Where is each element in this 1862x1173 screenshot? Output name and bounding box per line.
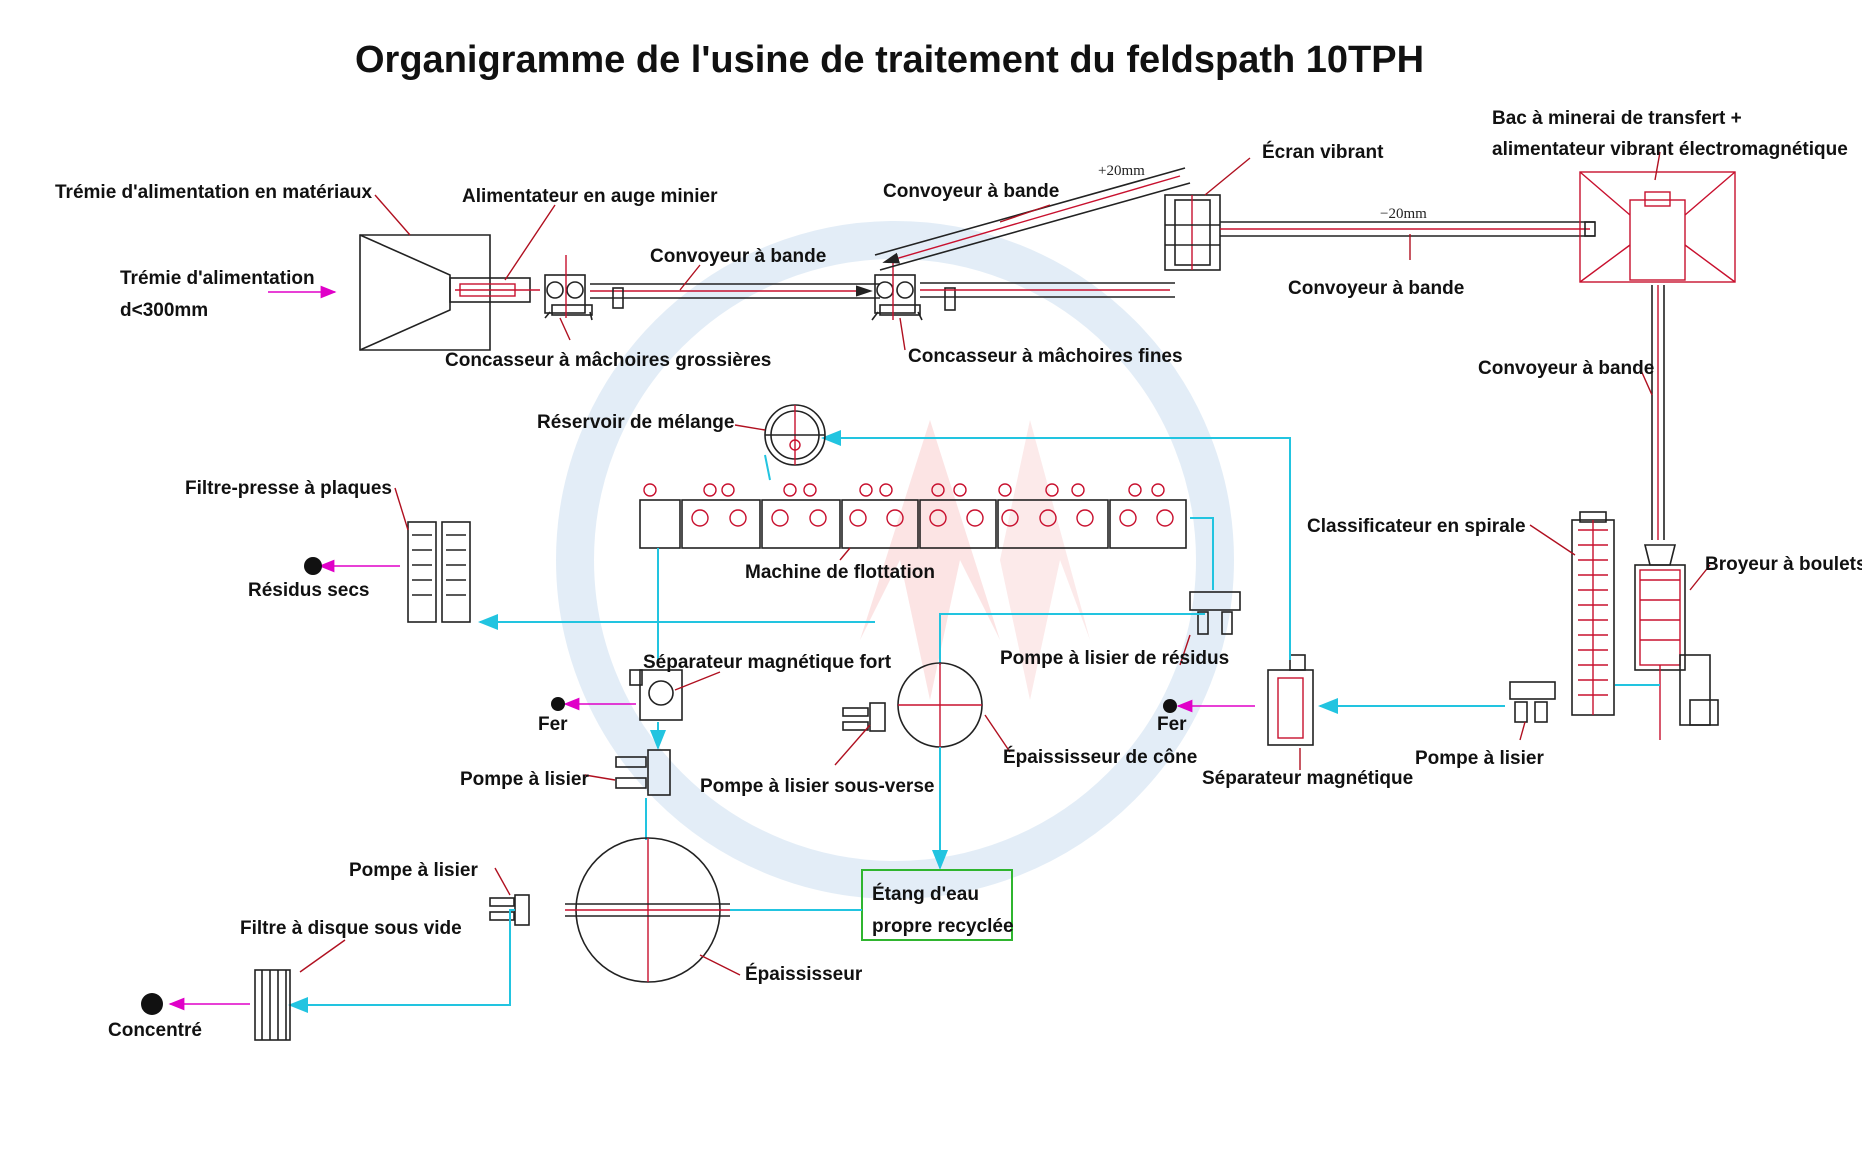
belt-conveyor-2-label: Convoyeur à bande [883,181,1059,202]
fine-jaw-label: Concasseur à mâchoires fines [908,346,1183,367]
strong-magnetic-separator [629,669,683,721]
plus20-label: +20mm [1098,163,1145,179]
dry-tailings-label: Résidus secs [248,580,369,601]
tailing-pump-to-cone-line [939,613,1205,665]
belt-conveyor-3 [1220,221,1596,237]
thickener-label: Épaississeur [745,963,863,985]
coarse-jaw-label: Concasseur à mâchoires grossières [445,350,771,371]
transfer-bin-label-1: Bac à minerai de transfert + [1492,108,1742,129]
apron-feeder-label: Alimentateur en auge minier [462,186,718,207]
diagram-title: Organigramme de l'usine de traitement du… [355,39,1424,81]
ball-mill [1634,544,1719,740]
concentrate-label: Concentré [108,1020,202,1041]
belt-conveyor-1-label: Convoyeur à bande [650,246,826,267]
disc-filter-label: Filtre à disque sous vide [240,918,462,939]
apron-feeder [449,277,540,303]
fine-jaw-crusher [871,258,956,321]
iron-label-1: Fer [538,714,568,735]
spiral-classifier [1571,511,1615,716]
leader-lines [299,151,1711,976]
feed-hopper [359,234,491,351]
vibrating-screen-label: Écran vibrant [1262,141,1384,163]
slurry-pump-classifier-label: Pompe à lisier [1415,748,1544,769]
thickener [565,837,730,983]
belt-conveyor-3-label: Convoyeur à bande [1288,278,1464,299]
concentrate-dot [141,993,163,1015]
feed-hopper-label: Trémie d'alimentation en matériaux [55,182,372,203]
iron-dot-2 [1163,699,1177,713]
belt-conveyor-4-label: Convoyeur à bande [1478,358,1654,379]
flotation-to-tailing-pump-line [1190,517,1214,590]
flotation-label: Machine de flottation [745,562,935,583]
underflow-pump-label: Pompe à lisier sous-verse [700,776,934,797]
mixing-tank [764,404,826,466]
slurry-pump-classifier [1509,681,1556,723]
magsep-to-mixing-line [821,430,1291,660]
water-pond-label-1: Étang d'eau [872,883,979,905]
transfer-bin-label-2: alimentateur vibrant électromagnétique [1492,139,1848,160]
thickener-to-disc-line [288,909,515,1013]
flotation-machine [639,483,1187,549]
slurry-pump-1-label: Pompe à lisier [460,769,589,790]
water-pond-label-2: propre recyclée [872,916,1014,937]
strong-magnetic-label: Séparateur magnétique fort [643,652,892,673]
cone-thickener-label: Épaississeur de cône [1003,746,1197,768]
feed-hopper-input-label: Trémie d'alimentation [120,268,315,289]
ball-mill-label: Broyeur à boulets [1705,554,1862,575]
dry-tailings-dot [304,557,322,575]
magnetic-separator-label: Séparateur magnétique [1202,768,1413,789]
tailings-slurry-pump [1189,591,1241,635]
belt-conveyor-4 [1651,285,1665,540]
cone-thickener [897,662,983,748]
iron-label-2: Fer [1157,714,1187,735]
slurry-pump-3-label: Pompe à lisier [349,860,478,881]
mixing-tank-label: Réservoir de mélange [537,412,734,433]
watermark-logo [556,221,1234,899]
feed-size-label: d<300mm [120,300,208,321]
vacuum-disc-filter [254,969,291,1041]
mixing-to-flotation-line [764,454,771,481]
tailings-pump-label: Pompe à lisier de résidus [1000,648,1229,669]
belt-conveyor-1 [590,283,880,309]
transfer-bin [1579,171,1736,283]
minus20-label: −20mm [1380,206,1427,222]
belt-conveyor-2 [920,282,1175,298]
plate-filter-press [407,521,471,623]
spiral-classifier-label: Classificateur en spirale [1307,516,1526,537]
filter-press-label: Filtre-presse à plaques [185,478,392,499]
coarse-jaw-crusher [544,255,593,321]
iron-dot-1 [551,697,565,711]
clean-water-pond [861,869,1013,941]
vibrating-screen [1164,194,1221,271]
slurry-pump-1 [615,749,671,796]
magnetic-separator [1267,654,1314,746]
underflow-slurry-pump [842,702,886,732]
